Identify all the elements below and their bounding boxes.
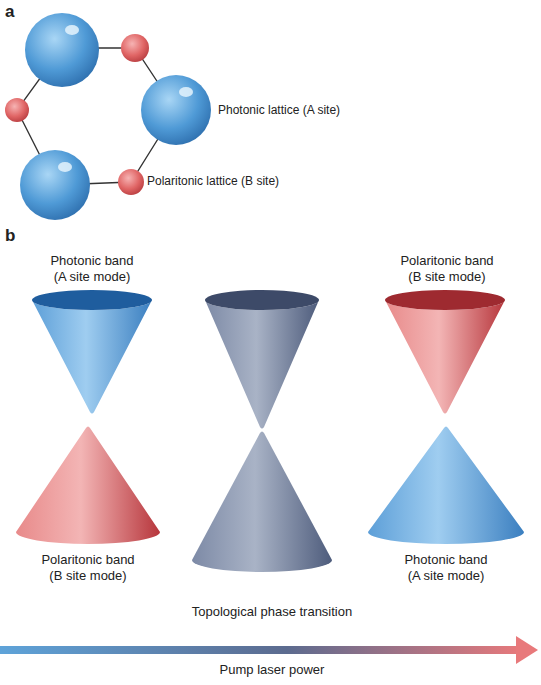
- band-cone-down: [32, 290, 152, 414]
- panel-letter: b: [5, 226, 15, 246]
- cone-cap: [205, 290, 319, 310]
- a-site-sphere: [20, 150, 90, 220]
- sphere-highlight: [58, 162, 72, 172]
- band-cone-down: [205, 290, 319, 429]
- band-cones: [16, 290, 524, 572]
- cone-body: [205, 300, 319, 429]
- b-site-sphere: [5, 98, 29, 122]
- site-label: Photonic lattice (A site): [218, 103, 340, 117]
- sphere-highlight: [65, 25, 79, 35]
- cone-body: [32, 300, 152, 414]
- band-label: Polaritonic band (B site mode): [399, 253, 496, 284]
- cone-body: [16, 427, 160, 545]
- band-cone-up: [16, 427, 160, 545]
- band-label: Photonic band (A site mode): [44, 253, 141, 284]
- axis-label: Topological phase transition: [142, 604, 402, 620]
- a-site-sphere: [25, 13, 99, 87]
- cone-cap: [385, 290, 505, 310]
- band-cone-down: [385, 290, 505, 414]
- cone-body: [368, 427, 524, 545]
- site-label: Polaritonic lattice (B site): [147, 174, 279, 188]
- b-site-sphere: [121, 34, 149, 62]
- band-label: Photonic band (A site mode): [398, 552, 495, 583]
- band-cone-up: [192, 432, 332, 572]
- cone-cap: [32, 290, 152, 310]
- b-site-sphere: [118, 169, 144, 195]
- sphere-highlight: [179, 87, 193, 97]
- panel-letter: a: [5, 2, 14, 22]
- gradient-bar: [0, 646, 522, 654]
- axis-label: Pump laser power: [142, 662, 402, 678]
- arrow-head: [516, 636, 538, 664]
- a-site-sphere: [141, 75, 211, 145]
- power-arrow: [0, 636, 538, 664]
- cone-body: [385, 300, 505, 414]
- band-cone-up: [368, 427, 524, 545]
- cone-body: [192, 432, 332, 572]
- band-label: Polaritonic band (B site mode): [40, 552, 137, 583]
- lattice-sites: [5, 13, 211, 220]
